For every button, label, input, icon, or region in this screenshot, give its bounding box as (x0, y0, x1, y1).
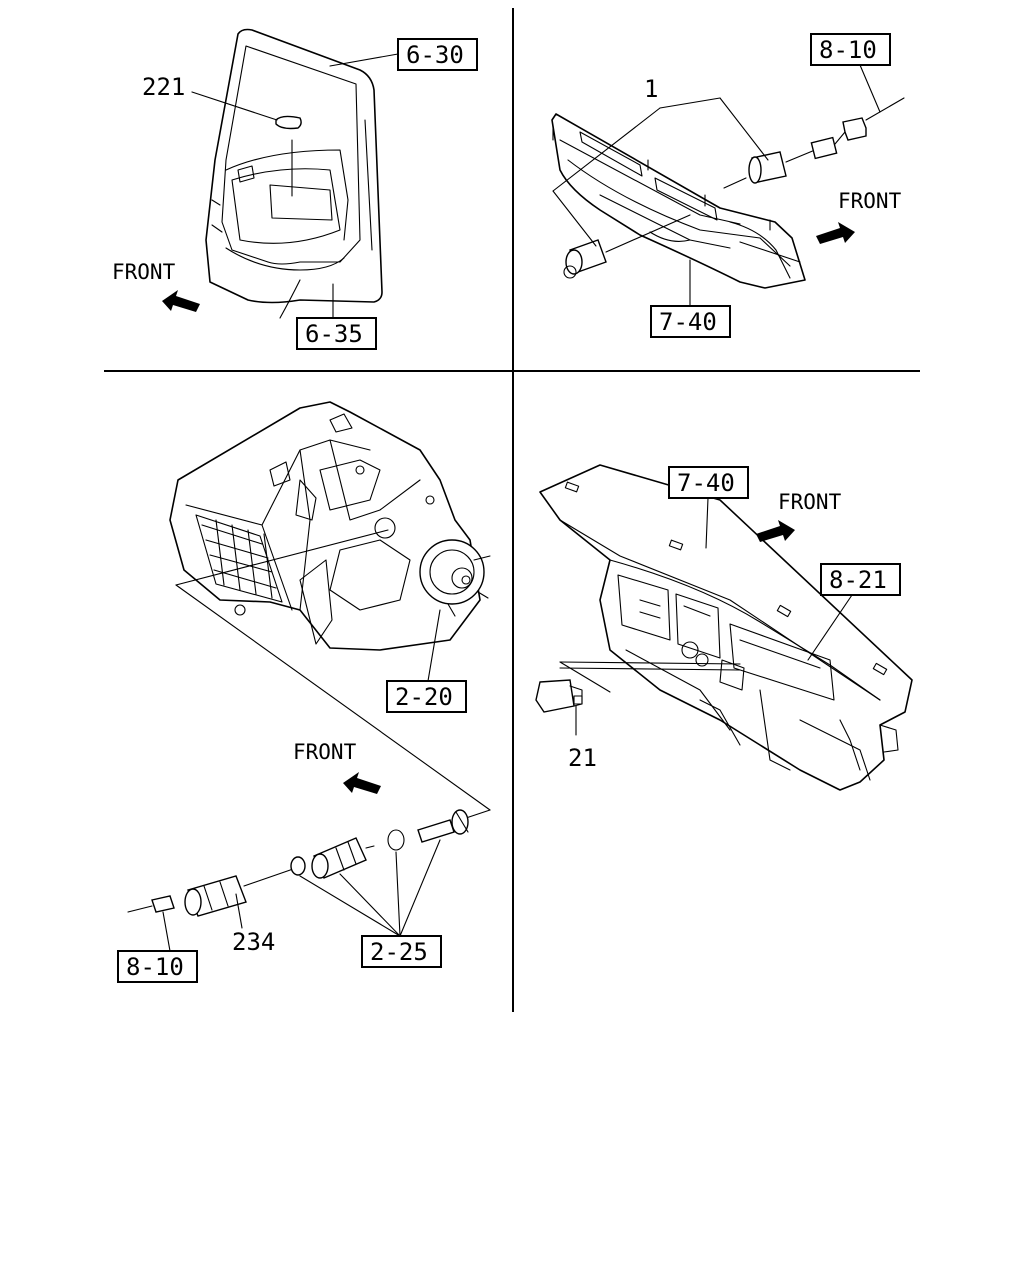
front-label: FRONT (112, 260, 176, 284)
dome-lamp-part-221 (275, 115, 302, 197)
quadrant-top-left: 221 6-30 6-35 FRONT (112, 28, 478, 350)
ref-box-2-20 (386, 680, 467, 713)
callout-234: 234 (232, 928, 275, 956)
front-arrow-icon (343, 772, 381, 794)
ref-7-40: 7-40 (677, 469, 735, 497)
ref-8-10: 8-10 (819, 36, 877, 64)
ref-2-20: 2-20 (395, 683, 453, 711)
quadrant-top-right: 1 8-10 7-40 FRONT (551, 33, 905, 338)
ref-box-8-10 (810, 33, 891, 66)
ref-box-2-25 (361, 935, 442, 968)
ref-7-40: 7-40 (659, 308, 717, 336)
ref-box-6-35 (296, 317, 377, 350)
switch-part-21 (535, 679, 583, 713)
ref-box-8-21 (820, 563, 901, 596)
ref-box-7-40 (650, 305, 731, 338)
ref-6-30: 6-30 (406, 41, 464, 69)
front-label: FRONT (778, 490, 842, 514)
front-arrow-icon (816, 222, 855, 244)
ref-6-35: 6-35 (305, 320, 363, 348)
ref-2-25: 2-25 (370, 938, 428, 966)
front-label: FRONT (838, 189, 902, 213)
ref-box-8-10 (117, 950, 198, 983)
console-panel-drawing (551, 113, 806, 289)
front-arrow-icon (756, 520, 795, 542)
instrument-panel-drawing (539, 464, 913, 791)
switch-part-1-exploded (723, 97, 905, 189)
ref-8-10: 8-10 (126, 953, 184, 981)
callout-221: 221 (142, 73, 185, 101)
switch-part-1-installed (563, 214, 691, 279)
quadrant-bottom-left: 234 2-20 2-25 8-10 FRONT (117, 401, 491, 983)
quadrant-bottom-right: 21 7-40 8-21 FRONT (535, 464, 913, 791)
ref-box-7-40 (668, 466, 749, 499)
front-label: FRONT (293, 740, 357, 764)
callout-21: 21 (568, 744, 597, 772)
ref-8-21: 8-21 (829, 566, 887, 594)
ref-box-6-30 (397, 38, 478, 71)
front-arrow-icon (162, 290, 200, 312)
callout-1: 1 (644, 75, 658, 103)
cab-door-drawing (205, 28, 383, 319)
transmission-drawing (169, 401, 491, 651)
speed-sensor-assembly (127, 809, 469, 917)
